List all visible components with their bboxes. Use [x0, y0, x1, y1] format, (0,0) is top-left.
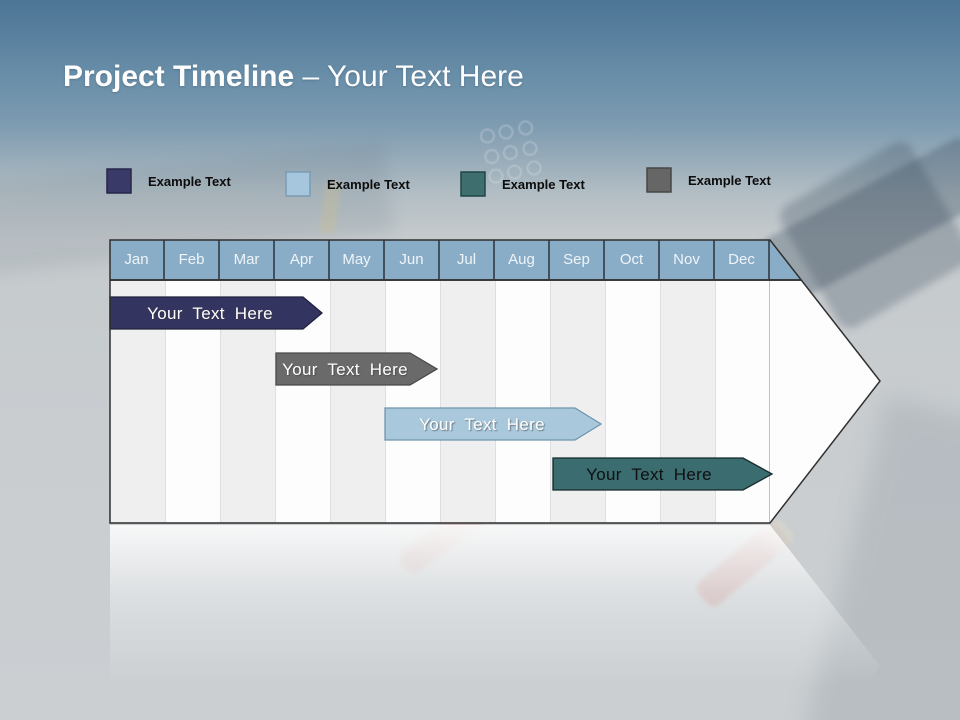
- legend-swatch-icon: [106, 168, 132, 194]
- legend-item: Example Text: [646, 167, 771, 194]
- grid-line: [660, 281, 661, 523]
- grid-line: [275, 281, 276, 523]
- page-title-main: Project Timeline: [63, 60, 295, 93]
- gantt-bar: Your Text Here: [552, 457, 774, 491]
- grid-line: [385, 281, 386, 523]
- month-header-row: Jan Feb Mar Apr May Jun Jul Aug Sep Oct …: [110, 240, 880, 281]
- month-cell: Apr: [275, 240, 330, 279]
- timeline-reflection: [110, 525, 880, 685]
- month-cell: Oct: [605, 240, 660, 279]
- grid-line: [440, 281, 441, 523]
- gantt-bar-label: Your Text Here: [282, 360, 408, 379]
- gantt-bar: Your Text Here: [275, 352, 439, 386]
- month-cell: Feb: [165, 240, 220, 279]
- month-cell: Aug: [495, 240, 550, 279]
- column-stripe: [440, 281, 495, 523]
- month-cell: Dec: [715, 240, 770, 279]
- legend-label: Example Text: [502, 177, 585, 192]
- month-cell: Mar: [220, 240, 275, 279]
- month-cell: Jul: [440, 240, 495, 279]
- grid-line: [550, 281, 551, 523]
- month-cell: Sep: [550, 240, 605, 279]
- legend-item: Example Text: [460, 171, 585, 198]
- gantt-bar-label: Your Text Here: [419, 415, 545, 434]
- month-cell: Nov: [660, 240, 715, 279]
- legend-label: Example Text: [148, 174, 231, 189]
- page-title-subtitle: – Your Text Here: [302, 60, 524, 93]
- month-cell: Jan: [110, 240, 165, 279]
- column-stripe: [330, 281, 385, 523]
- legend-item: Example Text: [106, 168, 231, 195]
- grid-line: [495, 281, 496, 523]
- month-cell: May: [330, 240, 385, 279]
- legend-swatch-icon: [285, 171, 311, 197]
- grid-line: [769, 281, 770, 523]
- grid-line: [715, 281, 716, 523]
- timeline-arrow-outline: [109, 239, 881, 524]
- legend-swatch-icon: [646, 167, 672, 193]
- gantt-bar: Your Text Here: [384, 407, 603, 441]
- month-cell: Jun: [385, 240, 440, 279]
- gantt-bar-label: Your Text Here: [147, 304, 273, 323]
- grid-line: [330, 281, 331, 523]
- gantt-bar: Your Text Here: [109, 296, 324, 330]
- legend-label: Example Text: [688, 173, 771, 188]
- gantt-bar-label: Your Text Here: [586, 465, 712, 484]
- grid-line: [605, 281, 606, 523]
- timeline-chart: Jan Feb Mar Apr May Jun Jul Aug Sep Oct …: [109, 239, 881, 524]
- grid-line: [220, 281, 221, 523]
- legend-item: Example Text: [285, 171, 410, 198]
- legend-label: Example Text: [327, 177, 410, 192]
- legend-swatch-icon: [460, 171, 486, 197]
- page-title: Project Timeline – Your Text Here: [63, 60, 524, 94]
- grid-line: [165, 281, 166, 523]
